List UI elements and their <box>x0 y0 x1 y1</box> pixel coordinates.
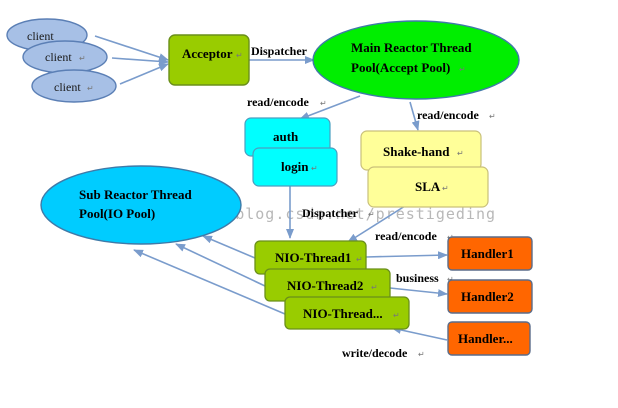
paragraph-mark: ↵ <box>311 164 318 173</box>
handler-2-label: Handler2 <box>461 289 514 304</box>
connector-arrows <box>94 35 448 341</box>
main-reactor-label-line2: Pool(Accept Pool) <box>351 60 450 75</box>
arrow-handler3-nio3 <box>391 326 448 341</box>
handler-3-label: Handler... <box>458 331 513 346</box>
edge-label-business: business <box>396 271 439 285</box>
edge-label-dispatcher-mid: Dispatcher <box>302 206 359 220</box>
main-reactor-node <box>312 20 520 100</box>
client-node-3 <box>31 69 117 103</box>
sla-box <box>367 166 489 208</box>
login-label: login <box>281 159 309 174</box>
handler-2-box <box>447 279 533 314</box>
nio-thread-3-box <box>284 296 410 330</box>
handler-1-box <box>447 236 533 271</box>
acceptor-box <box>168 34 250 86</box>
acceptor-label: Acceptor <box>182 46 233 61</box>
client-label-1: client <box>27 29 54 43</box>
arrow-nio3-sub-reactor <box>133 249 286 315</box>
paragraph-mark: ↵ <box>87 84 94 93</box>
paragraph-mark: ↵ <box>371 283 378 292</box>
edge-label-write-decode: write/decode <box>342 346 408 360</box>
sub-reactor-node <box>40 165 242 245</box>
arrow-client3-acceptor <box>119 63 169 85</box>
handler-3-box <box>447 321 531 356</box>
arrow-main-reactor-auth <box>299 95 361 120</box>
arrow-nio2-sub-reactor <box>175 243 266 287</box>
main-reactor-label-line1: Main Reactor Thread <box>351 40 472 55</box>
paragraph-mark: ↵ <box>447 275 454 284</box>
paragraph-mark: ↵ <box>79 54 86 63</box>
sub-reactor-label-line2: Pool(IO Pool) <box>79 206 155 221</box>
handler-1-label: Handler1 <box>461 246 514 261</box>
nio-thread-1-label: NIO-Thread1 <box>275 250 351 265</box>
edge-label-read-encode-bottom: read/encode <box>375 229 437 243</box>
arrow-nio1-sub-reactor <box>202 235 256 259</box>
arrow-sla-nio <box>347 205 406 243</box>
client-group: client client ↵ client ↵ <box>6 18 117 103</box>
sub-reactor-label-line1: Sub Reactor Thread <box>79 187 192 202</box>
login-box <box>252 147 338 187</box>
arrow-client1-acceptor <box>94 35 169 61</box>
shake-hand-label: Shake-hand <box>383 144 450 159</box>
paragraph-mark: ↵ <box>236 51 243 60</box>
nio-thread-3-label: NIO-Thread... <box>303 306 383 321</box>
paragraph-mark: ↵ <box>320 99 327 108</box>
paragraph-mark: ↵ <box>368 210 375 219</box>
paragraph-mark: ↵ <box>457 149 464 158</box>
paragraph-mark: ↵ <box>489 112 496 121</box>
arrow-main-reactor-shake <box>409 101 420 131</box>
paragraph-mark: ↵ <box>442 184 449 193</box>
edge-label-dispatcher-top: Dispatcher <box>251 44 308 58</box>
client-label-3: client <box>54 80 81 94</box>
paragraph-mark: ↵ <box>459 65 466 74</box>
client-label-2: client <box>45 50 72 64</box>
arrow-nio1-handler1 <box>365 251 448 260</box>
nio-thread-2-label: NIO-Thread2 <box>287 278 363 293</box>
sla-label: SLA <box>415 179 441 194</box>
arrow-client2-acceptor <box>111 57 169 66</box>
arrow-nio2-handler2 <box>389 287 448 298</box>
edge-label-read-encode-left: read/encode <box>247 95 309 109</box>
paragraph-mark: ↵ <box>418 350 425 359</box>
paragraph-mark: ↵ <box>356 255 363 264</box>
edge-label-read-encode-right: read/encode <box>417 108 479 122</box>
auth-label: auth <box>273 129 299 144</box>
paragraph-mark: ↵ <box>393 311 400 320</box>
watermark-text: http://blog.csdn.net/prestigeding <box>165 205 496 223</box>
